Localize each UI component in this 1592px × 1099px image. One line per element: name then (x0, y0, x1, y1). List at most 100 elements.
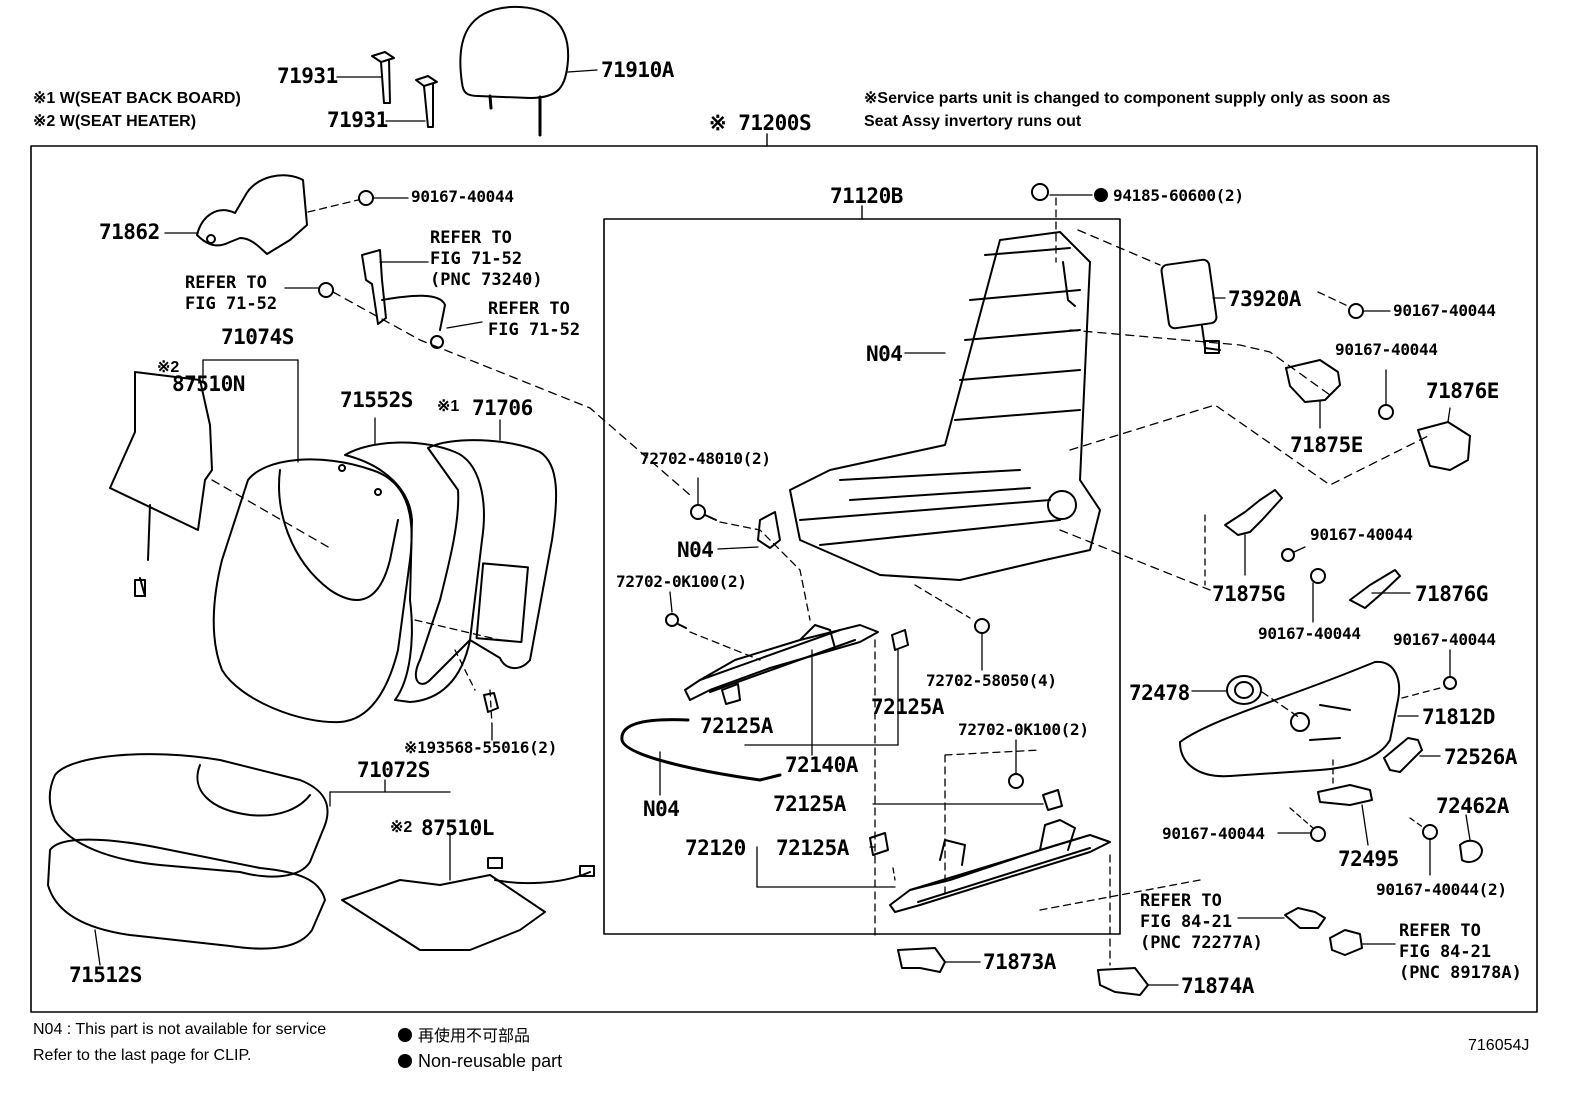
headrest-guide-upper (371, 51, 395, 104)
label-71876G: 71876G (1415, 582, 1488, 606)
cushion-heater (341, 874, 546, 951)
label-90167-r4: 90167-40044 (1258, 624, 1361, 643)
label-71072S: 71072S (357, 758, 430, 782)
label-n04-bracket: N04 (677, 538, 714, 562)
seat-back-pad (344, 441, 485, 703)
back-board-pocket (475, 562, 529, 644)
label-87510L: 87510L (421, 816, 494, 840)
label-71875E: 71875E (1290, 433, 1363, 457)
label-72702-48010: 72702-48010(2) (640, 449, 771, 468)
clip-72125A-d (869, 832, 889, 856)
label-87510N: 87510N (172, 372, 245, 396)
label-193568: ※193568-55016(2) (404, 738, 558, 757)
label-71862: 71862 (99, 220, 160, 244)
refer-fig-71-52-right: REFER TO FIG 71-52 (488, 299, 581, 340)
legend-jp: 再使用不可部品 (418, 1028, 531, 1045)
label-87510L-mark: ※2 (390, 819, 413, 836)
legend-en-row: Non-reusable part (398, 1052, 562, 1070)
label-71812D: 71812D (1422, 705, 1495, 729)
label-90167-top: 90167-40044 (411, 187, 514, 206)
label-71552S: 71552S (340, 388, 413, 412)
label-90167-r7: 90167-40044(2) (1376, 880, 1507, 899)
seat-frame (789, 231, 1101, 581)
refer-fig-84-21-a: REFER TO FIG 84-21 (PNC 72277A) (1140, 891, 1263, 953)
label-73920A: 73920A (1228, 287, 1301, 311)
seat-back-cover (212, 458, 413, 724)
clip-72125A-c (1042, 789, 1063, 811)
refer-fig-84-21-b: REFER TO FIG 84-21 (PNC 89178A) (1399, 921, 1522, 983)
label-72526A: 72526A (1444, 745, 1517, 769)
lever-71876G (1349, 569, 1401, 609)
label-72125A-b: 72125A (871, 695, 944, 719)
label-71876E: 71876E (1426, 379, 1499, 403)
label-72702-0K100-b: 72702-0K100(2) (958, 720, 1089, 739)
label-72125A-a: 72125A (700, 714, 773, 738)
note-service-line1: ※Service parts unit is changed to compon… (864, 90, 1391, 107)
label-90167-r3: 90167-40044 (1310, 525, 1413, 544)
cap-72462A (1459, 839, 1483, 863)
legend-dot-icon (398, 1054, 412, 1068)
cover-71875E (1285, 359, 1341, 403)
headrest (459, 5, 570, 99)
label-71120B: 71120B (830, 184, 903, 208)
label-87510N-mark: ※2 (157, 359, 180, 376)
label-72462A: 72462A (1436, 794, 1509, 818)
label-71874A: 71874A (1181, 974, 1254, 998)
note-service-line2: Seat Assy invertory runs out (864, 113, 1082, 130)
label-71910A: 71910A (601, 58, 674, 82)
seat-cushion-cover (48, 753, 329, 878)
knob-72526A (1383, 737, 1423, 773)
label-90167-r5: 90167-40044 (1393, 630, 1496, 649)
label-71706: 71706 (472, 396, 533, 420)
headrest-guide-lower (415, 75, 438, 128)
label-90167-r2: 90167-40044 (1335, 340, 1438, 359)
cover-71876E (1417, 421, 1471, 471)
side-airbag (1160, 258, 1218, 330)
label-71074S: 71074S (221, 325, 294, 349)
clip-71874A (1097, 967, 1149, 996)
label-72140A: 72140A (785, 753, 858, 777)
label-71931-lower: 71931 (327, 108, 388, 132)
clip-72125A-b (891, 629, 909, 651)
label-90167-r6: 90167-40044 (1162, 824, 1265, 843)
clip-72125A-a (721, 683, 741, 705)
connector-72277A (1284, 907, 1326, 929)
lever-72495 (1317, 784, 1373, 806)
label-72702-0K100-a: 72702-0K100(2) (616, 572, 747, 591)
footer-clip-note: Refer to the last page for CLIP. (33, 1047, 252, 1064)
seatbelt-buckle (361, 249, 387, 325)
n04-bracket (757, 511, 781, 549)
label-n04-back: N04 (866, 342, 903, 366)
back-heater (109, 371, 213, 531)
hinge-cover (196, 174, 308, 255)
footer-n04-note: N04 : This part is not available for ser… (33, 1021, 327, 1038)
connector-89178A (1329, 929, 1363, 956)
label-94185: 94185-60600(2) (1113, 186, 1244, 205)
assembly-frame (30, 145, 1538, 1013)
label-71706-mark: ※1 (437, 398, 460, 415)
refer-fig-71-52-pnc: REFER TO FIG 71-52 (PNC 73240) (430, 228, 543, 290)
seat-track-left (665, 613, 879, 701)
label-72702-58050: 72702-58050(4) (926, 671, 1057, 690)
note-seat-back-board: ※1 W(SEAT BACK BOARD) (33, 90, 241, 107)
label-72125A-c: 72125A (773, 792, 846, 816)
label-72495: 72495 (1338, 847, 1399, 871)
clip-71873A (897, 947, 946, 973)
label-90167-r1: 90167-40044 (1393, 301, 1496, 320)
non-reusable-marker (1094, 188, 1108, 202)
legend-en: Non-reusable part (418, 1051, 563, 1071)
lever-71875G (1224, 489, 1283, 536)
figure-code: 716054J (1468, 1037, 1530, 1054)
label-72120: 72120 (685, 836, 746, 860)
label-71875G: 71875G (1212, 582, 1285, 606)
refer-fig-71-52-left: REFER TO FIG 71-52 (185, 273, 278, 314)
note-seat-heater: ※2 W(SEAT HEATER) (33, 113, 197, 130)
label-71931-upper: 71931 (277, 64, 338, 88)
label-71512S: 71512S (69, 963, 142, 987)
assembly-label: ※ 71200S (709, 111, 812, 135)
side-shield (1179, 660, 1400, 778)
knob-72478 (1226, 675, 1262, 705)
legend-dot-icon (398, 1028, 412, 1042)
label-72125A-d: 72125A (776, 836, 849, 860)
